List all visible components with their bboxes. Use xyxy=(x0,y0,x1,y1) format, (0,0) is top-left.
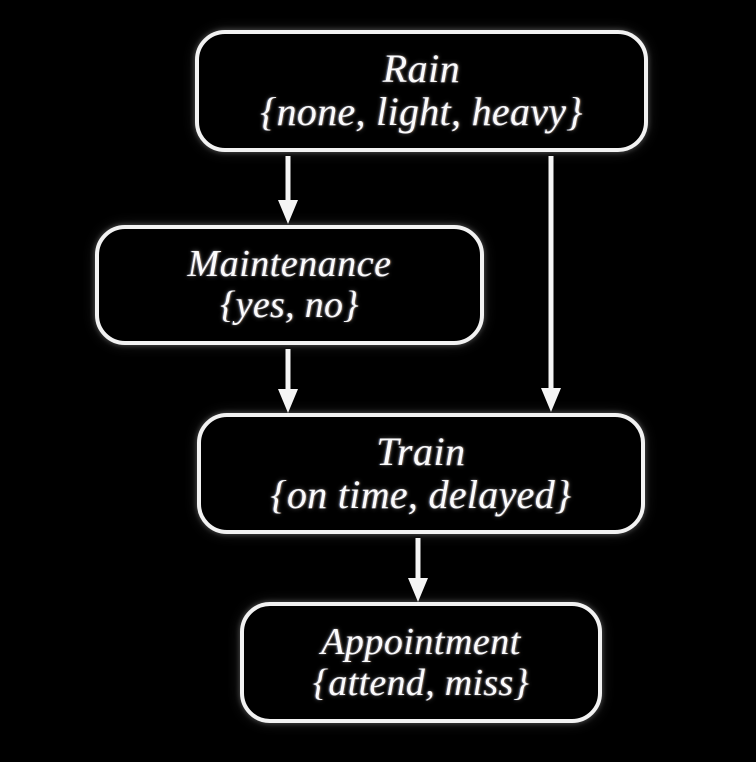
node-appointment[interactable]: Appointment {attend, miss} xyxy=(240,602,602,723)
node-rain[interactable]: Rain {none, light, heavy} xyxy=(195,30,648,152)
edge-rain-to-train xyxy=(541,156,561,412)
node-maintenance[interactable]: Maintenance {yes, no} xyxy=(95,225,484,345)
node-maintenance-states: {yes, no} xyxy=(220,284,359,326)
node-train-title: Train xyxy=(376,428,466,474)
edge-maintenance-to-train xyxy=(278,349,298,413)
node-rain-states: {none, light, heavy} xyxy=(260,89,583,134)
node-rain-title: Rain xyxy=(382,46,461,92)
edge-rain-to-maintenance xyxy=(278,156,298,224)
node-maintenance-title: Maintenance xyxy=(187,243,392,286)
edge-train-to-appointment xyxy=(408,538,428,602)
node-appointment-states: {attend, miss} xyxy=(312,661,530,704)
node-train[interactable]: Train {on time, delayed} xyxy=(197,413,645,534)
node-train-states: {on time, delayed} xyxy=(270,471,572,517)
node-appointment-title: Appointment xyxy=(321,620,521,663)
